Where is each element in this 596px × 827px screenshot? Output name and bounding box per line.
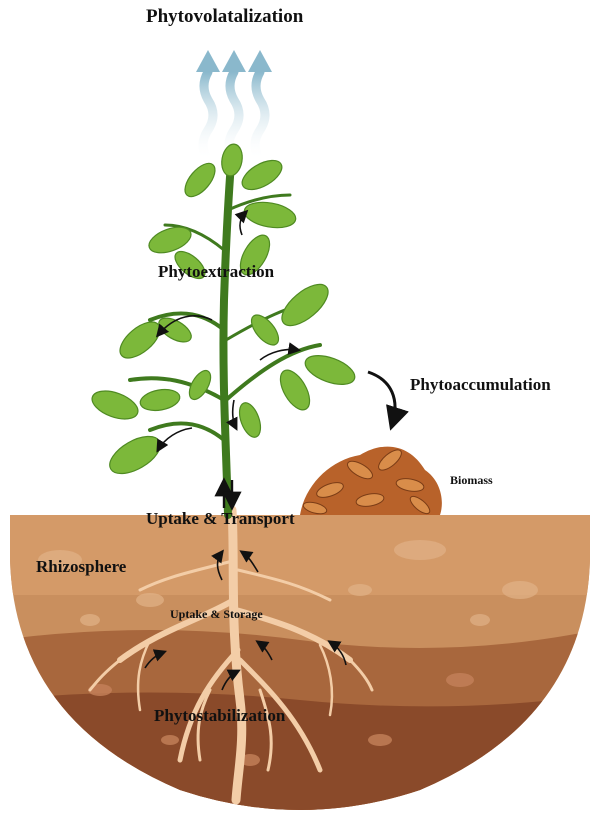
process-arrow-icon	[158, 428, 192, 450]
process-arrow-icon	[233, 400, 236, 428]
phytoaccumulation-label: Phytoaccumulation	[410, 375, 551, 395]
vapor-arrows	[196, 50, 272, 160]
leaf-pile-icon	[300, 446, 442, 516]
vapor-arrow-icon	[196, 50, 220, 72]
phytostabilization-label: Phytostabilization	[154, 706, 285, 726]
phytoaccumulation-arrow-icon	[368, 372, 395, 425]
biomass-label: Biomass	[450, 473, 493, 488]
phytovolatalization-label: Phytovolatalization	[146, 6, 303, 28]
uptake-transport-label: Uptake & Transport	[146, 509, 295, 529]
vapor-arrow-icon	[222, 50, 246, 72]
uptake-storage-label: Uptake & Storage	[170, 607, 263, 622]
vapor-arrow-icon	[203, 72, 213, 160]
phytoextraction-label: Phytoextraction	[158, 262, 274, 282]
rhizosphere-label: Rhizosphere	[36, 557, 126, 577]
vapor-arrow-icon	[248, 50, 272, 72]
vapor-arrow-icon	[255, 72, 265, 160]
